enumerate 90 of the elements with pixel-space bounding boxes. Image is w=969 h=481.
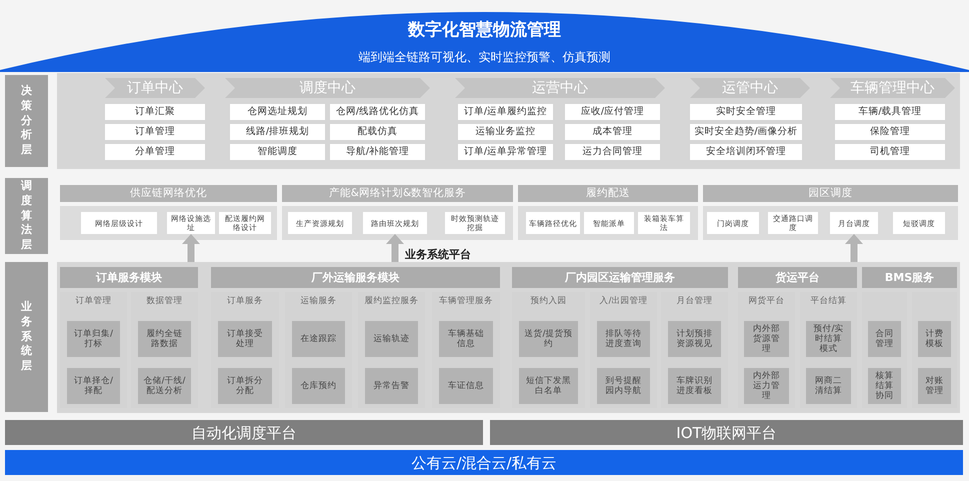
group-header: 供应链网络优化	[60, 185, 277, 202]
service-item: 内外部运力管理	[744, 368, 789, 404]
service-item: 订单择仓/择配	[67, 368, 120, 404]
panel-background	[57, 73, 960, 169]
function-item: 成本管理	[565, 124, 660, 140]
function-item: 订单汇聚	[105, 104, 205, 120]
service-item: 内外部货源管理	[744, 321, 789, 357]
group-header: 厂内园区运输管理服务	[512, 267, 728, 288]
layer-label: 调度算法层	[5, 178, 48, 254]
service-item: 仓储/干线/配送分析	[138, 368, 191, 404]
function-item: 仓网选址规划	[230, 104, 325, 120]
function-item: 配载仿真	[330, 124, 425, 140]
service-item: 订单归集/打标	[67, 321, 120, 357]
column-heading: 预约入园	[530, 296, 568, 307]
cloud-bar: 公有云/混合云/私有云	[5, 450, 963, 475]
group-header: 产能&网络计划&数智化服务	[282, 185, 513, 202]
chevron-label: 车辆管理中心	[830, 78, 955, 98]
service-item: 在途跟踪	[292, 321, 345, 357]
column-heading: 履约监控服务	[364, 296, 420, 307]
function-item: 司机管理	[835, 144, 945, 160]
service-item: 核算结算协同	[868, 368, 901, 404]
function-item: 运力合同管理	[565, 144, 660, 160]
function-item: 订单管理	[105, 124, 205, 140]
panel-background	[282, 206, 513, 240]
function-item: 实时安全管理	[690, 104, 802, 120]
service-item: 车辆基础信息	[439, 321, 493, 357]
column-heading: 数据管理	[146, 296, 184, 307]
panel-background	[60, 206, 277, 240]
group-header: BMS服务	[862, 267, 957, 288]
chevron-label: 调度中心	[225, 78, 430, 98]
group-header: 订单服务模块	[60, 267, 198, 288]
service-item: 到号提醒园内导航	[597, 368, 650, 404]
column-heading: 网货平台	[748, 296, 786, 307]
function-item: 订单/运单异常管理	[458, 144, 553, 160]
layer-label: 决策分析层	[5, 75, 48, 167]
platform-label: 业务系统平台	[398, 247, 478, 262]
service-item: 车证信息	[439, 368, 493, 404]
column-heading: 订单管理	[74, 296, 112, 307]
service-item: 预付/实时结算模式	[806, 321, 851, 357]
group-header: 货运平台	[738, 267, 857, 288]
group-header: 园区调度	[703, 185, 958, 202]
platform-bar: 自动化调度平台	[5, 420, 483, 445]
service-item: 合同管理	[868, 321, 901, 357]
service-item: 履约全链路数据	[138, 321, 191, 357]
chevron-label: 订单中心	[105, 78, 205, 98]
function-item: 仓网/线路优化仿真	[330, 104, 425, 120]
chevron-label: 运管中心	[690, 78, 810, 98]
service-item: 异常告警	[365, 368, 418, 404]
function-item: 导航/补能管理	[330, 144, 425, 160]
function-item: 分单管理	[105, 144, 205, 160]
chevron-label: 运营中心	[455, 78, 665, 98]
panel-background	[518, 206, 698, 240]
function-item: 智能调度	[230, 144, 325, 160]
group-header: 履约配送	[518, 185, 698, 202]
function-item: 安全培训闭环管理	[690, 144, 802, 160]
column-heading: 订单服务	[226, 296, 264, 307]
column-heading: 运输服务	[300, 296, 338, 307]
title: 数字化智慧物流管理	[408, 19, 561, 41]
service-item: 计划预排资源视见	[668, 321, 721, 357]
column-heading: 入/出园管理	[598, 296, 648, 307]
service-item: 短信下发黑白名单	[519, 368, 578, 404]
function-item: 订单/运单履约监控	[458, 104, 553, 120]
service-item: 计费模板	[918, 321, 951, 357]
function-item: 车辆/载具管理	[835, 104, 945, 120]
function-item: 线路/排班规划	[230, 124, 325, 140]
service-item: 送货/提货预约	[519, 321, 578, 357]
column-heading: 车辆管理服务	[438, 296, 494, 307]
service-item: 网商二清结算	[806, 368, 851, 404]
column-heading: 平台结算	[810, 296, 848, 307]
layer-label: 业务系统层	[5, 262, 48, 412]
function-item: 实时安全趋势/画像分析	[690, 124, 802, 140]
up-arrow	[386, 234, 404, 262]
service-item: 运输轨迹	[365, 321, 418, 357]
function-item: 保险管理	[835, 124, 945, 140]
service-item: 排队等待进度查询	[597, 321, 650, 357]
service-item: 对账管理	[918, 368, 951, 404]
function-item: 应收/应付管理	[565, 104, 660, 120]
column-heading: 月台管理	[676, 296, 714, 307]
service-item: 订单接受处理	[218, 321, 272, 357]
service-item: 仓库预约	[292, 368, 345, 404]
panel-background	[703, 206, 958, 240]
service-item: 车牌识别进度看板	[668, 368, 721, 404]
group-header: 厂外运输服务模块	[211, 267, 500, 288]
platform-bar: IOT物联网平台	[490, 420, 963, 445]
up-arrow	[845, 234, 863, 262]
up-arrow	[182, 234, 200, 262]
subtitle: 端到端全链路可视化、实时监控预警、仿真预测	[358, 49, 610, 66]
panel-background	[57, 262, 960, 413]
function-item: 运输业务监控	[458, 124, 553, 140]
service-item: 订单拆分分配	[218, 368, 272, 404]
